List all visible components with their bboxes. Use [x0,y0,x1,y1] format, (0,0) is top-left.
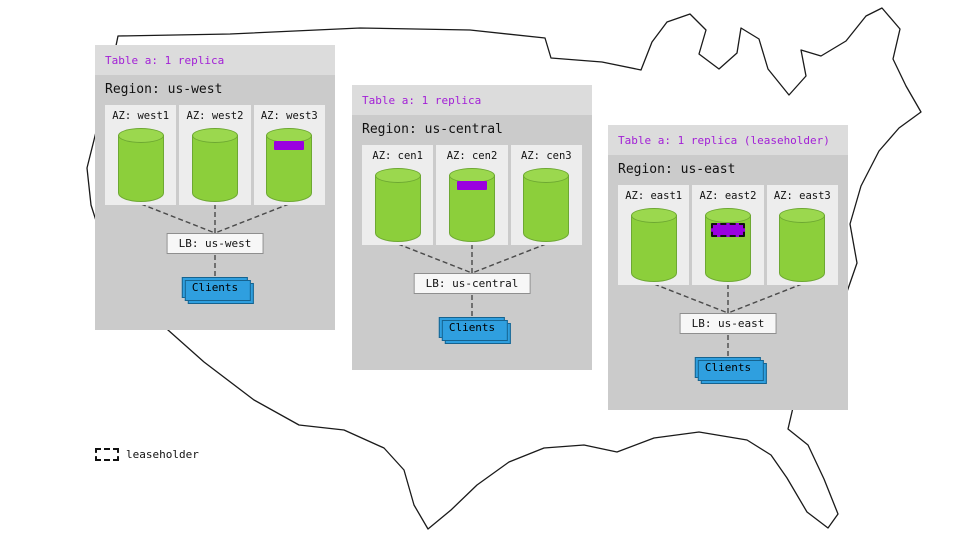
az-cell-west1: AZ: west1 [105,105,177,205]
replica-cylinder [448,168,495,242]
cylinder-body [374,175,421,242]
region-body: Region: us-west AZ: west1 AZ: west2 AZ: … [95,75,335,330]
load-balancer: LB: us-central [413,273,531,294]
az-row: AZ: east1 AZ: east2 AZ: east3 [618,185,838,285]
load-balancer: LB: us-west [166,233,264,254]
az-row: AZ: west1 AZ: west2 AZ: west3 [105,105,325,205]
replica-cylinder [523,168,570,242]
connector-lines [653,283,803,357]
connector-lines [397,243,547,317]
clients-box: Clients [438,317,506,338]
replica-cylinder [117,128,164,202]
cylinder-top [374,168,421,183]
replica-cylinder [779,208,826,282]
az-cell-cen2: AZ: cen2 [436,145,508,245]
connector-lines [140,203,290,277]
region-body: Region: us-central AZ: cen1 AZ: cen2 AZ:… [352,115,592,370]
az-label: AZ: cen3 [521,150,572,162]
az-cell-west2: AZ: west2 [179,105,251,205]
cylinder-top [117,128,164,143]
region-title: Region: us-west [105,82,223,97]
az-label: AZ: east1 [625,190,683,202]
replica-cylinder [191,128,238,202]
az-label: AZ: west1 [112,110,170,122]
cylinder-top [191,128,238,143]
replica-cylinder [374,168,421,242]
region-body: Region: us-east AZ: east1 AZ: east2 AZ: … [608,155,848,410]
legend: leaseholder [95,448,199,461]
region-title: Region: us-central [362,122,503,137]
table-replica-label: Table a: 1 replica [352,85,592,115]
cylinder-body [779,215,826,282]
az-label: AZ: west2 [186,110,244,122]
az-cell-east2: AZ: east2 [692,185,764,285]
cylinder-top [523,168,570,183]
replica-range-bar [456,181,487,190]
replica-cylinder [704,208,751,282]
replica-cylinder [266,128,313,202]
az-cell-east3: AZ: east3 [766,185,838,285]
az-cell-west3: AZ: west3 [253,105,325,205]
az-label: AZ: east2 [699,190,757,202]
cylinder-top [779,208,826,223]
region-title: Region: us-east [618,162,736,177]
replica-range-bar [274,141,305,150]
region-panel-us-east: Table a: 1 replica (leaseholder) Region:… [608,125,848,410]
az-cell-cen1: AZ: cen1 [362,145,434,245]
legend-label: leaseholder [126,448,199,461]
az-cell-cen3: AZ: cen3 [510,145,582,245]
region-panel-us-west: Table a: 1 replica Region: us-west AZ: w… [95,45,335,330]
cylinder-body [630,215,677,282]
replica-cylinder [630,208,677,282]
cylinder-top [704,208,751,223]
table-replica-label: Table a: 1 replica (leaseholder) [608,125,848,155]
cylinder-body [191,135,238,202]
leaseholder-range-bar [710,223,745,237]
az-cell-east1: AZ: east1 [618,185,690,285]
az-label: AZ: east3 [773,190,831,202]
az-label: AZ: cen2 [446,150,498,162]
cylinder-top [630,208,677,223]
cylinder-body [523,175,570,242]
clients-box: Clients [694,357,762,378]
clients-box: Clients [181,277,249,298]
az-label: AZ: cen1 [372,150,423,162]
az-row: AZ: cen1 AZ: cen2 AZ: cen3 [362,145,582,245]
load-balancer: LB: us-east [679,313,777,334]
leaseholder-swatch-icon [95,448,119,461]
region-panel-us-central: Table a: 1 replica Region: us-central AZ… [352,85,592,370]
az-label: AZ: west3 [260,110,318,122]
table-replica-label: Table a: 1 replica [95,45,335,75]
cylinder-body [117,135,164,202]
